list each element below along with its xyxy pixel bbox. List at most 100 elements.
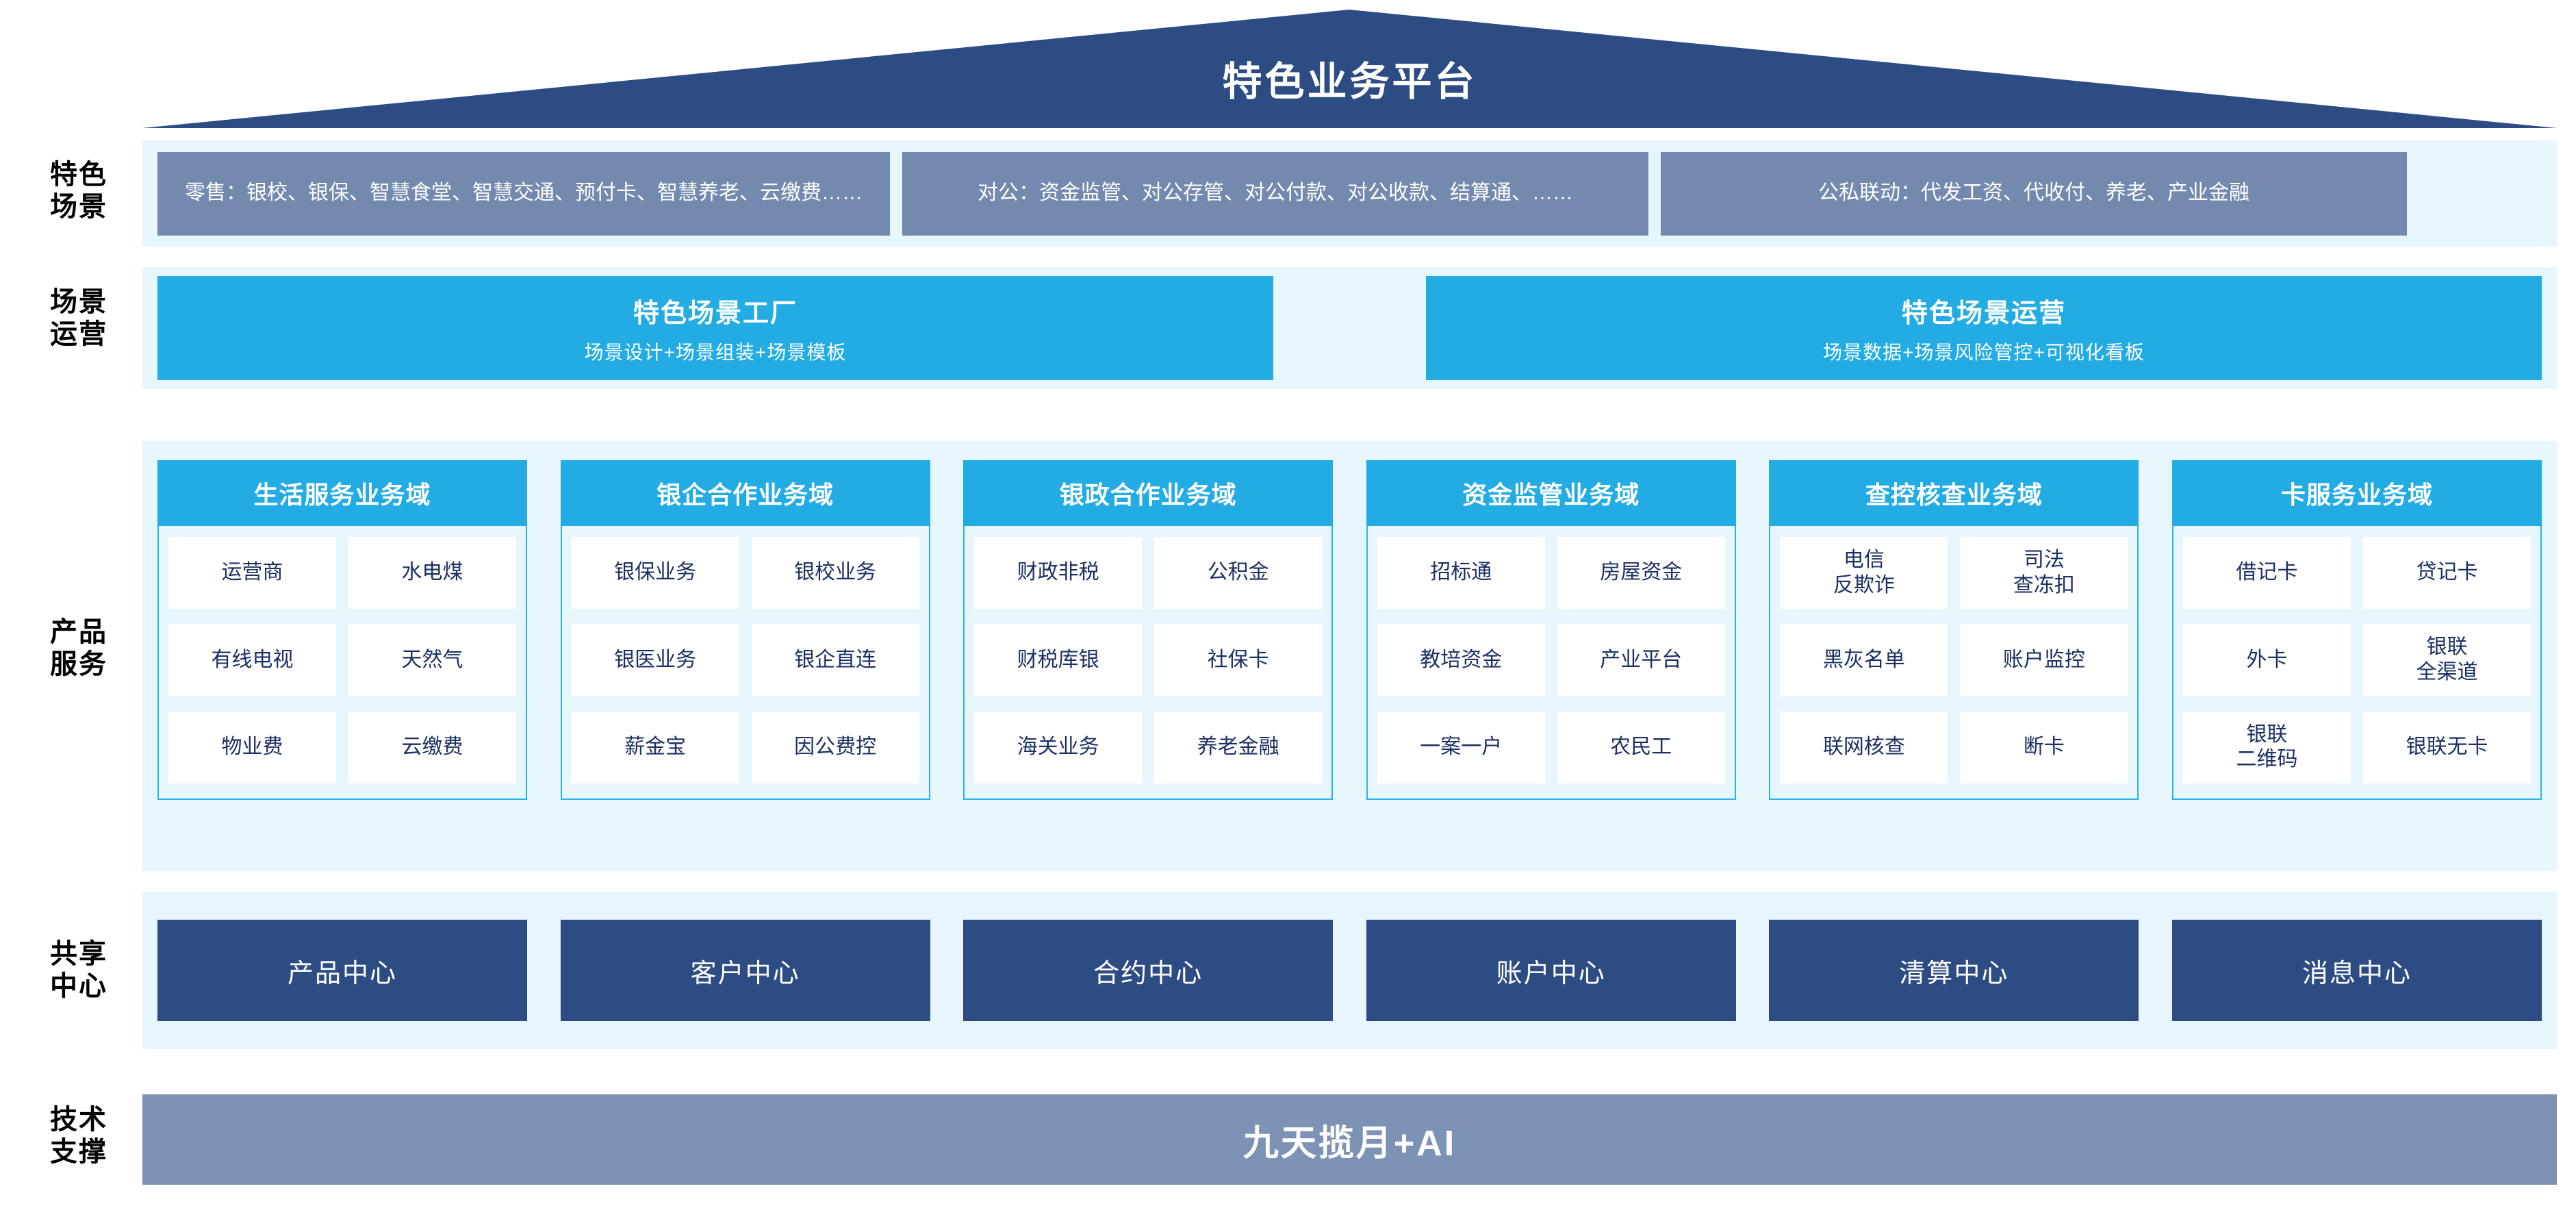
operations-box-scene-factory[interactable]: 特色场景工厂 场景设计+场景组装+场景模板 <box>157 276 1273 380</box>
domain-column: 资金监管业务域招标通房屋资金教培资金产业平台一案一户农民工 <box>1366 460 1736 800</box>
domain-cell[interactable]: 银联 全渠道 <box>2362 624 2531 696</box>
domain-header[interactable]: 银企合作业务域 <box>560 460 930 526</box>
domain-cell[interactable]: 借记卡 <box>2182 537 2351 609</box>
domain-body: 电信 反欺诈司法 查冻扣黑灰名单账户监控联网核查断卡 <box>1769 526 2139 800</box>
domain-cell-row: 借记卡贷记卡 <box>2182 537 2531 609</box>
domain-cell[interactable]: 产业平台 <box>1557 624 1725 696</box>
domain-cell[interactable]: 黑灰名单 <box>1780 624 1948 696</box>
domain-cell[interactable]: 天然气 <box>348 624 516 696</box>
domain-header[interactable]: 生活服务业务域 <box>157 460 527 526</box>
row-label-scenarios: 特色场景 <box>50 160 107 223</box>
domain-cell[interactable]: 运营商 <box>168 537 336 609</box>
domain-cell[interactable]: 银保业务 <box>571 537 739 609</box>
domain-cell[interactable]: 因公费控 <box>751 711 919 783</box>
domain-cell[interactable]: 一案一户 <box>1377 711 1545 783</box>
domain-body: 银保业务银校业务银医业务银企直连薪金宝因公费控 <box>560 526 930 800</box>
operations-box-scene-operation[interactable]: 特色场景运营 场景数据+场景风险管控+可视化看板 <box>1426 276 2542 380</box>
shared-center-box[interactable]: 产品中心 <box>157 920 527 1021</box>
domain-header[interactable]: 查控核查业务域 <box>1769 460 2139 526</box>
domain-column: 生活服务业务域运营商水电煤有线电视天然气物业费云缴费 <box>157 460 527 800</box>
domain-cell-row: 教培资金产业平台 <box>1377 624 1725 696</box>
domain-cell-row: 银联 二维码银联无卡 <box>2182 711 2531 783</box>
products-row: 生活服务业务域运营商水电煤有线电视天然气物业费云缴费银企合作业务域银保业务银校业… <box>142 441 2557 871</box>
domain-cell-row: 银医业务银企直连 <box>571 624 919 696</box>
shared-center-box[interactable]: 清算中心 <box>1769 920 2139 1021</box>
domain-cell[interactable]: 公积金 <box>1154 537 1323 609</box>
operations-band: 特色场景工厂 场景设计+场景组装+场景模板 特色场景运营 场景数据+场景风险管控… <box>142 267 2557 389</box>
domain-cell[interactable]: 物业费 <box>168 711 336 783</box>
domain-body: 招标通房屋资金教培资金产业平台一案一户农民工 <box>1366 526 1736 800</box>
domain-cell-row: 物业费云缴费 <box>168 711 516 783</box>
domain-cell[interactable]: 银联无卡 <box>2362 711 2531 783</box>
domain-cell[interactable]: 有线电视 <box>168 624 336 696</box>
domain-cell[interactable]: 断卡 <box>1960 711 2128 783</box>
scenarios-row: 零售：银校、银保、智慧食堂、智慧交通、预付卡、智慧养老、云缴费…… 对公：资金监… <box>142 140 2557 247</box>
scenario-box-retail[interactable]: 零售：银校、银保、智慧食堂、智慧交通、预付卡、智慧养老、云缴费…… <box>157 151 890 236</box>
domain-cell[interactable]: 财税库银 <box>974 624 1143 696</box>
domain-cell[interactable]: 水电煤 <box>348 537 516 609</box>
domain-cell[interactable]: 银校业务 <box>751 537 919 609</box>
domain-cell[interactable]: 银医业务 <box>571 624 739 696</box>
domain-cell[interactable]: 外卡 <box>2182 624 2351 696</box>
scenario-box-corporate[interactable]: 对公：资金监管、对公存管、对公付款、对公收款、结算通、…… <box>902 151 1648 236</box>
operations-subtitle: 场景数据+场景风险管控+可视化看板 <box>1823 341 2145 363</box>
roof-shape <box>142 10 2557 128</box>
domain-cell[interactable]: 海关业务 <box>974 711 1143 783</box>
domain-cell[interactable]: 司法 查冻扣 <box>1960 537 2128 609</box>
domain-cell[interactable]: 银联 二维码 <box>2182 711 2351 783</box>
domain-cell[interactable]: 电信 反欺诈 <box>1780 537 1948 609</box>
domain-cell[interactable]: 联网核查 <box>1780 711 1948 783</box>
page-title: 特色业务平台 <box>1222 60 1477 104</box>
row-label-shared-centers: 共享中心 <box>50 939 107 1002</box>
domain-body: 借记卡贷记卡外卡银联 全渠道银联 二维码银联无卡 <box>2171 526 2542 800</box>
domain-column: 银企合作业务域银保业务银校业务银医业务银企直连薪金宝因公费控 <box>560 460 930 800</box>
shared-center-box[interactable]: 合约中心 <box>963 920 1334 1021</box>
scenario-box-public-private[interactable]: 公私联动：代发工资、代收付、养老、产业金融 <box>1661 151 2407 236</box>
domain-header[interactable]: 卡服务业务域 <box>2171 460 2542 526</box>
domain-header[interactable]: 资金监管业务域 <box>1366 460 1736 526</box>
domain-cell-row: 招标通房屋资金 <box>1377 537 1725 609</box>
scenarios-band: 零售：银校、银保、智慧食堂、智慧交通、预付卡、智慧养老、云缴费…… 对公：资金监… <box>142 140 2557 247</box>
domain-cell[interactable]: 账户监控 <box>1960 624 2128 696</box>
domain-cell[interactable]: 社保卡 <box>1154 624 1323 696</box>
operations-title: 特色场景运营 <box>1901 299 2066 328</box>
domain-cell[interactable]: 农民工 <box>1557 711 1725 783</box>
domain-cell-row: 薪金宝因公费控 <box>571 711 919 783</box>
shared-center-box[interactable]: 账户中心 <box>1366 920 1736 1021</box>
domain-cell[interactable]: 薪金宝 <box>571 711 739 783</box>
domain-cell[interactable]: 财政非税 <box>974 537 1143 609</box>
domain-cell[interactable]: 云缴费 <box>348 711 516 783</box>
shared-center-box[interactable]: 消息中心 <box>2171 920 2542 1021</box>
tech-support-bar[interactable]: 九天揽月+AI <box>142 1094 2557 1185</box>
domain-cell-row: 黑灰名单账户监控 <box>1780 624 2128 696</box>
domain-cell[interactable]: 房屋资金 <box>1557 537 1725 609</box>
shared-centers-band: 产品中心客户中心合约中心账户中心清算中心消息中心 <box>142 892 2557 1049</box>
domain-cell-row: 海关业务养老金融 <box>974 711 1323 783</box>
products-band: 生活服务业务域运营商水电煤有线电视天然气物业费云缴费银企合作业务域银保业务银校业… <box>142 441 2557 871</box>
domain-cell-row: 电信 反欺诈司法 查冻扣 <box>1780 537 2128 609</box>
domain-cell-row: 联网核查断卡 <box>1780 711 2128 783</box>
row-label-tech-support: 技术支撑 <box>50 1105 107 1168</box>
domain-cell[interactable]: 教培资金 <box>1377 624 1545 696</box>
platform-roof: 特色业务平台 <box>142 10 2557 128</box>
domain-cell-row: 外卡银联 全渠道 <box>2182 624 2531 696</box>
shared-centers-row: 产品中心客户中心合约中心账户中心清算中心消息中心 <box>142 892 2557 1049</box>
domain-header[interactable]: 银政合作业务域 <box>963 460 1334 526</box>
row-label-operations: 场景运营 <box>50 287 107 350</box>
operations-subtitle: 场景设计+场景组装+场景模板 <box>584 341 847 363</box>
domain-cell-row: 一案一户农民工 <box>1377 711 1725 783</box>
row-label-products: 产品服务 <box>50 617 107 680</box>
domain-column: 卡服务业务域借记卡贷记卡外卡银联 全渠道银联 二维码银联无卡 <box>2171 460 2542 800</box>
shared-center-box[interactable]: 客户中心 <box>560 920 930 1021</box>
domain-body: 运营商水电煤有线电视天然气物业费云缴费 <box>157 526 527 800</box>
domain-cell-row: 银保业务银校业务 <box>571 537 919 609</box>
domain-cell[interactable]: 贷记卡 <box>2362 537 2531 609</box>
domain-body: 财政非税公积金财税库银社保卡海关业务养老金融 <box>963 526 1334 800</box>
domain-cell[interactable]: 银企直连 <box>751 624 919 696</box>
domain-cell-row: 财政非税公积金 <box>974 537 1323 609</box>
domain-cell[interactable]: 养老金融 <box>1154 711 1323 783</box>
domain-cell-row: 运营商水电煤 <box>168 537 516 609</box>
domain-cell[interactable]: 招标通 <box>1377 537 1545 609</box>
operations-title: 特色场景工厂 <box>633 299 798 328</box>
operations-row: 特色场景工厂 场景设计+场景组装+场景模板 特色场景运营 场景数据+场景风险管控… <box>142 267 2557 389</box>
